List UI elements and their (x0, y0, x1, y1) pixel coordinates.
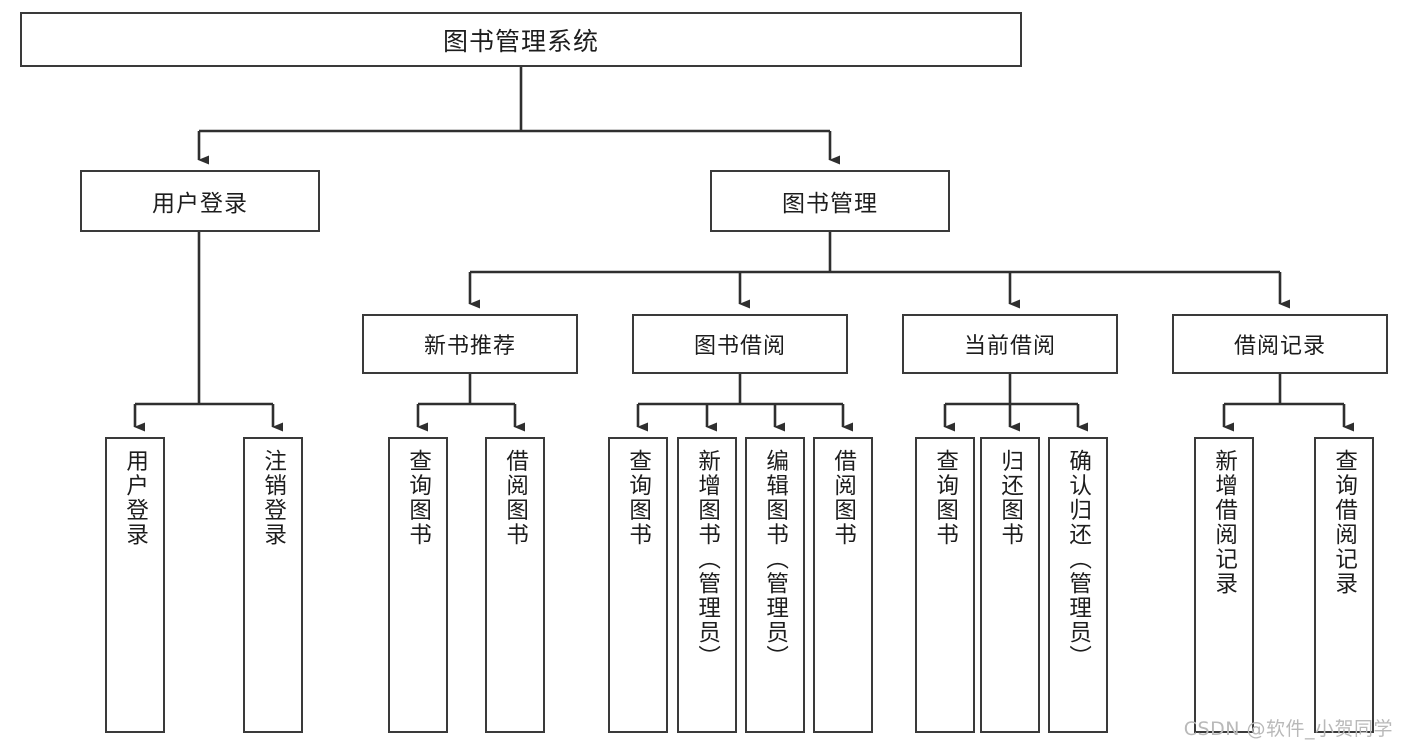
node-leaf-confirm-return-label: 确认归还（管理员） (1065, 449, 1092, 670)
node-leaf-query-book-3[interactable]: 查询图书 (915, 437, 975, 733)
node-leaf-edit-book[interactable]: 编辑图书（管理员） (745, 437, 805, 733)
node-leaf-user-login[interactable]: 用户登录 (105, 437, 165, 733)
node-leaf-borrow-book-1[interactable]: 借阅图书 (485, 437, 545, 733)
node-leaf-user-login-label: 用户登录 (122, 449, 149, 547)
node-leaf-query-book-2-label: 查询图书 (625, 449, 652, 547)
node-user-login[interactable]: 用户登录 (80, 170, 320, 232)
node-leaf-return-book-label: 归还图书 (997, 449, 1024, 547)
node-leaf-add-record-label: 新增借阅记录 (1211, 449, 1238, 596)
node-leaf-borrow-book-2[interactable]: 借阅图书 (813, 437, 873, 733)
node-leaf-confirm-return[interactable]: 确认归还（管理员） (1048, 437, 1108, 733)
node-leaf-add-book-label: 新增图书（管理员） (694, 449, 721, 670)
node-current-borrow[interactable]: 当前借阅 (902, 314, 1118, 374)
node-leaf-borrow-book-2-label: 借阅图书 (830, 449, 857, 547)
node-leaf-query-book-1-label: 查询图书 (405, 449, 432, 547)
node-leaf-return-book[interactable]: 归还图书 (980, 437, 1040, 733)
node-book-management-label: 图书管理 (782, 191, 878, 217)
node-leaf-edit-book-label: 编辑图书（管理员） (762, 449, 789, 670)
node-book-borrow[interactable]: 图书借阅 (632, 314, 848, 374)
node-leaf-borrow-book-1-label: 借阅图书 (502, 449, 529, 547)
node-leaf-logout-login[interactable]: 注销登录 (243, 437, 303, 733)
node-leaf-query-book-1[interactable]: 查询图书 (388, 437, 448, 733)
node-new-book-recommend[interactable]: 新书推荐 (362, 314, 578, 374)
node-root-label: 图书管理系统 (442, 26, 599, 56)
node-borrow-record-label: 借阅记录 (1233, 334, 1326, 359)
node-book-management[interactable]: 图书管理 (710, 170, 950, 232)
node-user-login-label: 用户登录 (152, 191, 248, 217)
node-book-borrow-label: 图书借阅 (693, 334, 786, 359)
node-leaf-add-record[interactable]: 新增借阅记录 (1194, 437, 1254, 733)
node-leaf-query-book-3-label: 查询图书 (932, 449, 959, 547)
node-leaf-logout-login-label: 注销登录 (260, 449, 287, 547)
node-leaf-query-book-2[interactable]: 查询图书 (608, 437, 668, 733)
node-leaf-add-book[interactable]: 新增图书（管理员） (677, 437, 737, 733)
node-borrow-record[interactable]: 借阅记录 (1172, 314, 1388, 374)
node-leaf-query-record-label: 查询借阅记录 (1331, 449, 1358, 596)
watermark-text: CSDN @软件_小贺同学 (1183, 718, 1393, 740)
node-current-borrow-label: 当前借阅 (963, 334, 1056, 359)
node-root-system[interactable]: 图书管理系统 (20, 12, 1022, 67)
node-leaf-query-record[interactable]: 查询借阅记录 (1314, 437, 1374, 733)
node-new-book-recommend-label: 新书推荐 (423, 334, 516, 359)
